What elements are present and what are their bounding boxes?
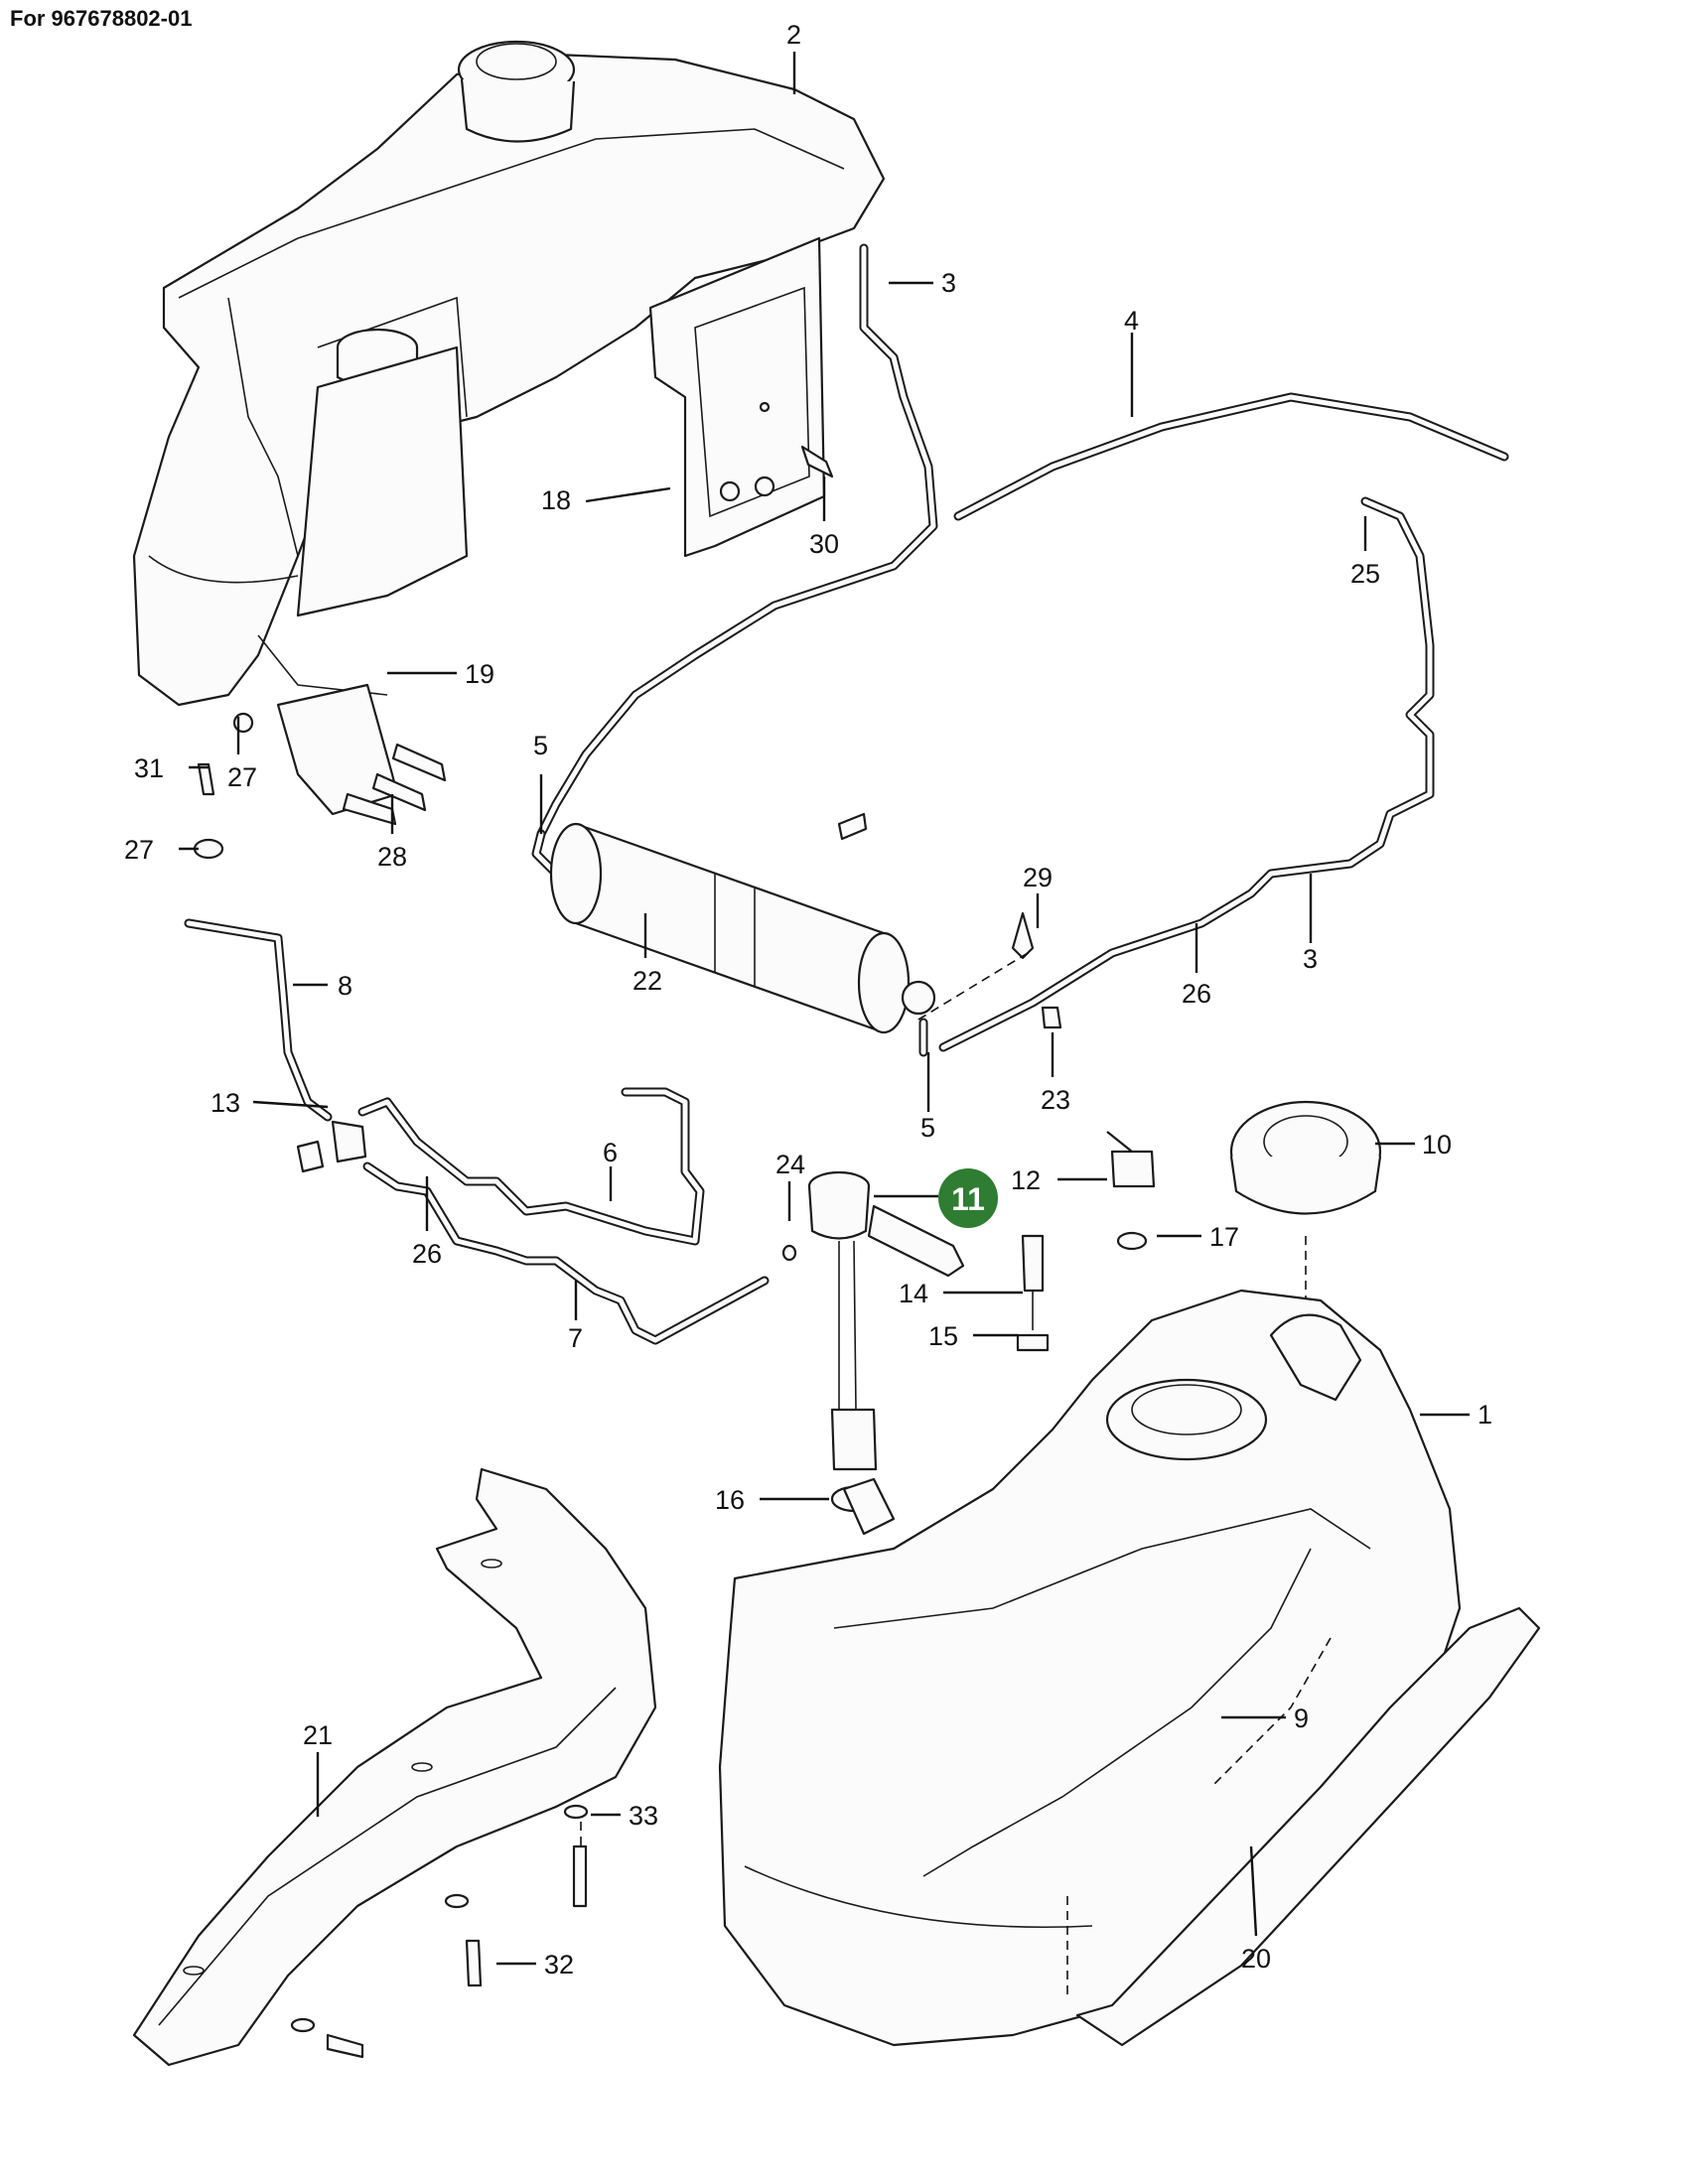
tank-shield-right: [1075, 1606, 1541, 2047]
callout-16: 16: [715, 1485, 745, 1515]
callout-29: 29: [1023, 863, 1053, 892]
callout-24: 24: [775, 1150, 805, 1179]
highlight-badge[interactable]: [938, 1168, 998, 1228]
callout-32: 32: [544, 1950, 574, 1979]
tank-shield-left: [132, 1467, 657, 2067]
callout-22: 22: [633, 966, 662, 996]
callout-12: 12: [1011, 1165, 1041, 1195]
callout-25: 25: [1350, 559, 1380, 589]
callout-5: 5: [533, 731, 548, 760]
callout-19: 19: [465, 659, 494, 689]
callout-23: 23: [1041, 1085, 1070, 1115]
shield-hardware: [290, 1637, 1332, 2059]
callout-27: 27: [227, 762, 257, 792]
main-fuel-tank: [718, 1289, 1462, 2047]
small-fittings: [837, 812, 1062, 1029]
callout-27: 27: [124, 835, 154, 865]
callout-leaders: [179, 52, 1470, 1966]
callout-26: 26: [1182, 979, 1211, 1009]
vent-lines: [531, 243, 1509, 1052]
callout-26: 26: [412, 1239, 442, 1269]
callout-28: 28: [377, 842, 407, 872]
callout-2: 2: [786, 20, 801, 50]
callout-21: 21: [303, 1720, 333, 1750]
callout-5: 5: [920, 1113, 935, 1143]
lower-bracket: [232, 683, 399, 816]
callout-10: 10: [1422, 1130, 1452, 1160]
mounting-bracket: [648, 236, 826, 558]
callout-labels: 1 2 3 3 4 5 5 6 7 8 9 10 12 13 14 15 16 …: [124, 20, 1492, 1979]
callout-17: 17: [1209, 1222, 1239, 1252]
callout-3: 3: [1303, 944, 1318, 974]
callout-13: 13: [211, 1088, 240, 1118]
callout-3: 3: [941, 268, 956, 298]
callout-4: 4: [1124, 306, 1139, 336]
fuel-sender-group: [781, 1131, 1156, 1513]
upper-tank: [132, 40, 886, 707]
callout-15: 15: [928, 1321, 958, 1351]
callout-18: 18: [541, 485, 571, 515]
page-title: For 967678802-01: [10, 6, 193, 31]
highlight-label: 11: [951, 1181, 985, 1217]
callout-30: 30: [809, 529, 839, 559]
callout-14: 14: [899, 1279, 928, 1308]
fuel-cap: [1229, 1100, 1382, 1320]
callout-8: 8: [338, 971, 352, 1001]
callout-20: 20: [1241, 1944, 1271, 1974]
callout-7: 7: [568, 1323, 583, 1353]
callout-6: 6: [603, 1138, 618, 1167]
fuel-hoses: [184, 918, 770, 1345]
highlighted-callout-11[interactable]: 11: [938, 1168, 998, 1228]
callout-1: 1: [1477, 1400, 1492, 1430]
callout-9: 9: [1294, 1704, 1309, 1733]
charcoal-canister: [549, 822, 936, 1057]
callout-33: 33: [629, 1801, 658, 1831]
callout-31: 31: [134, 753, 164, 783]
